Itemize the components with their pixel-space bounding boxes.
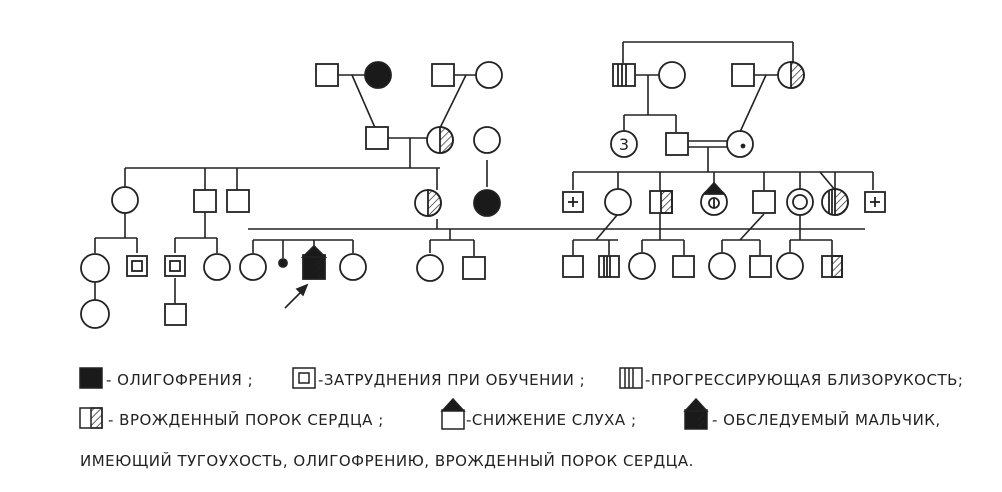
individual-miscarriage-dot bbox=[278, 258, 288, 268]
legend-symbol-proband-square bbox=[683, 397, 709, 430]
individual-circle-dot bbox=[726, 130, 754, 158]
individual-circle-heart-defect bbox=[426, 126, 454, 154]
individual-square bbox=[665, 132, 689, 156]
individual-square-heart-defect bbox=[649, 190, 673, 214]
legend-symbol-filled-square bbox=[79, 367, 103, 389]
generation-1 bbox=[315, 61, 805, 89]
individual-circle bbox=[708, 252, 736, 280]
individual-square bbox=[315, 63, 339, 87]
legend-symbol-top-filled-square bbox=[440, 397, 466, 430]
individual-square bbox=[672, 255, 695, 278]
individual-square-myopia bbox=[598, 255, 620, 278]
individual-circle bbox=[80, 253, 110, 283]
individual-circle bbox=[776, 252, 804, 280]
legend-text-learning: -ЗАТРУДНЕНИЯ ПРИ ОБУЧЕНИИ ; bbox=[318, 371, 585, 389]
individual-square bbox=[226, 189, 250, 213]
legend-symbol-inner-square bbox=[292, 367, 316, 389]
individual-square-plus bbox=[864, 191, 886, 213]
individual-circle bbox=[111, 186, 139, 214]
individual-circle-learning-difficulty bbox=[786, 188, 814, 216]
individual-circle-affected bbox=[364, 61, 392, 89]
legend-text-myopia: -ПРОГРЕССИРУЮЩАЯ БЛИЗОРУКОСТЬ; bbox=[645, 371, 963, 389]
individual-square bbox=[462, 256, 486, 280]
individual-circle bbox=[239, 253, 267, 281]
legend-text-proband: - ОБСЛЕДУЕМЫЙ МАЛЬЧИК, bbox=[712, 410, 941, 429]
legend-text-heart-defect: - ВРОЖДЕННЫЙ ПОРОК СЕРДЦА ; bbox=[108, 410, 384, 429]
individual-square bbox=[749, 255, 772, 278]
individual-circle-affected bbox=[473, 189, 501, 217]
legend-symbol-half-hatched-square bbox=[79, 407, 103, 429]
individual-square bbox=[752, 190, 776, 214]
individual-circle-hearing-loss bbox=[700, 181, 728, 216]
individual-circle bbox=[203, 253, 231, 281]
proband-arrow-icon bbox=[284, 283, 309, 309]
individual-circle bbox=[628, 252, 656, 280]
individual-circle bbox=[339, 253, 367, 281]
generation-2: 3 bbox=[365, 126, 754, 158]
individual-square-myopia bbox=[612, 63, 636, 87]
individual-circle-heart-defect bbox=[777, 61, 805, 89]
legend-text-continuation: ИМЕЮЩИЙ ТУГОУХОСТЬ, ОЛИГОФРЕНИЮ, ВРОЖДЕН… bbox=[80, 451, 694, 470]
generation-5 bbox=[80, 299, 187, 329]
individual-square bbox=[193, 189, 217, 213]
connector-lines bbox=[94, 41, 874, 304]
individual-circle bbox=[604, 188, 632, 216]
individual-circle-heart-defect bbox=[414, 189, 442, 217]
legend-text-oligophrenia: - ОЛИГОФРЕНИЯ ; bbox=[106, 371, 253, 389]
generation-3 bbox=[111, 181, 886, 217]
individual-square-plus bbox=[562, 191, 584, 213]
individual-square-learning-difficulty bbox=[164, 255, 186, 277]
individual-circle bbox=[658, 61, 686, 89]
individual-square bbox=[365, 126, 389, 150]
individual-circle bbox=[80, 299, 110, 329]
generation-4 bbox=[80, 244, 843, 283]
individual-circle bbox=[475, 61, 503, 89]
individual-square-heart-defect bbox=[821, 255, 843, 278]
individual-circle bbox=[416, 254, 444, 282]
individual-circle-myopia-heart bbox=[821, 188, 849, 216]
individual-square bbox=[431, 63, 455, 87]
individual-circle bbox=[473, 126, 501, 154]
legend: - ОЛИГОФРЕНИЯ ; -ЗАТРУДНЕНИЯ ПРИ ОБУЧЕНИ… bbox=[79, 367, 963, 470]
legend-symbol-vertical-lines-square bbox=[619, 367, 643, 389]
individual-circle-sibship bbox=[610, 130, 638, 158]
individual-square bbox=[562, 255, 584, 278]
individual-square-learning-difficulty bbox=[126, 255, 148, 277]
sibship-count: 3 bbox=[619, 135, 629, 154]
individual-square bbox=[731, 63, 755, 87]
legend-text-hearing-loss: -СНИЖЕНИЕ СЛУХА ; bbox=[466, 411, 637, 429]
proband-square bbox=[300, 244, 328, 280]
individual-square bbox=[164, 303, 187, 326]
